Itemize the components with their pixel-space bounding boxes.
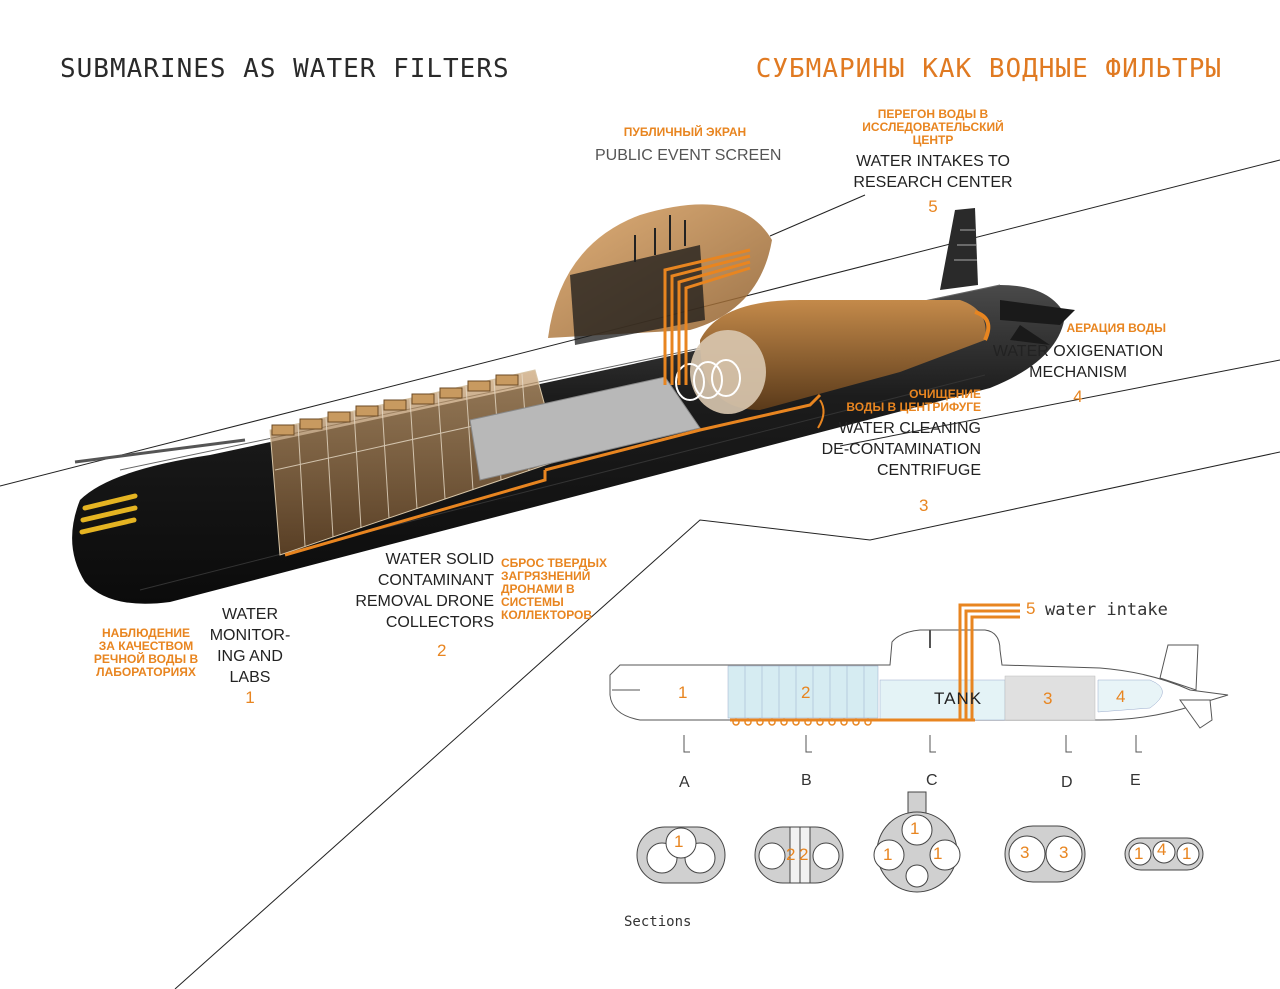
rear-fin: [940, 208, 978, 290]
section-c-num-2: 1: [883, 845, 892, 865]
section-c-num-3: 1: [933, 844, 942, 864]
label-drones: WATER SOLID CONTAMINANT REMOVAL DRONE CO…: [340, 549, 494, 633]
title-russian: СУБМАРИНЫ КАК ВОДНЫЕ ФИЛЬТРЫ: [756, 54, 1222, 84]
label-labs: WATER MONITOR- ING AND LABS 1: [200, 604, 300, 708]
side-tank-label: TANK: [934, 689, 982, 709]
section-letter-c: C: [926, 772, 938, 790]
section-e-num-3: 1: [1182, 844, 1191, 864]
label-public-screen: ПУБЛИЧНЫЙ ЭКРАН PUBLIC EVENT SCREEN: [595, 126, 775, 166]
section-e-num-2: 4: [1157, 840, 1166, 860]
side-zone-3: 3: [1043, 689, 1052, 709]
label-water-intakes: ПЕРЕГОН ВОДЫ В ИССЛЕДОВАТЕЛЬСКИЙ ЦЕНТР W…: [848, 108, 1018, 217]
sections-caption: Sections: [624, 914, 691, 930]
side-zone-1: 1: [678, 683, 687, 703]
number-2: 2: [437, 641, 446, 661]
section-a-num: 1: [674, 832, 683, 852]
label-drones-ru: СБРОС ТВЕРДЫХ ЗАГРЯЗНЕНИЙ ДРОНАМИ В СИСТ…: [501, 557, 607, 622]
label-centrifuge: ОЧИЩЕНИЕ ВОДЫ В ЦЕНТРИФУГЕ WATER CLEANIN…: [800, 388, 981, 481]
section-d-num-2: 3: [1059, 843, 1068, 863]
number-3: 3: [919, 496, 928, 516]
section-c-num-1: 1: [910, 819, 919, 839]
section-e-num-1: 1: [1134, 844, 1143, 864]
title-english: SUBMARINES AS WATER FILTERS: [60, 54, 510, 84]
side-zone-4: 4: [1116, 687, 1125, 707]
side-zone-2: 2: [801, 683, 810, 703]
label-labs-ru: НАБЛЮДЕНИЕ ЗА КАЧЕСТВОМ РЕЧНОЙ ВОДЫ В ЛА…: [86, 627, 206, 679]
section-letter-d: D: [1061, 774, 1073, 792]
section-letter-b: B: [801, 772, 812, 790]
side-view: [610, 605, 1228, 752]
section-letter-a: A: [679, 774, 690, 792]
side-intake-number: 5: [1026, 599, 1035, 619]
sections-drawings: [637, 792, 1203, 892]
label-oxygenation: АЕРАЦИЯ ВОДЫ WATER OXIGENATION MECHANISM…: [990, 322, 1166, 407]
section-letter-e: E: [1130, 772, 1141, 790]
section-d-num-1: 3: [1020, 843, 1029, 863]
section-b-num-2: 2: [799, 845, 808, 865]
section-b-num-1: 2: [786, 845, 795, 865]
side-intake-label: water intake: [1045, 600, 1168, 620]
